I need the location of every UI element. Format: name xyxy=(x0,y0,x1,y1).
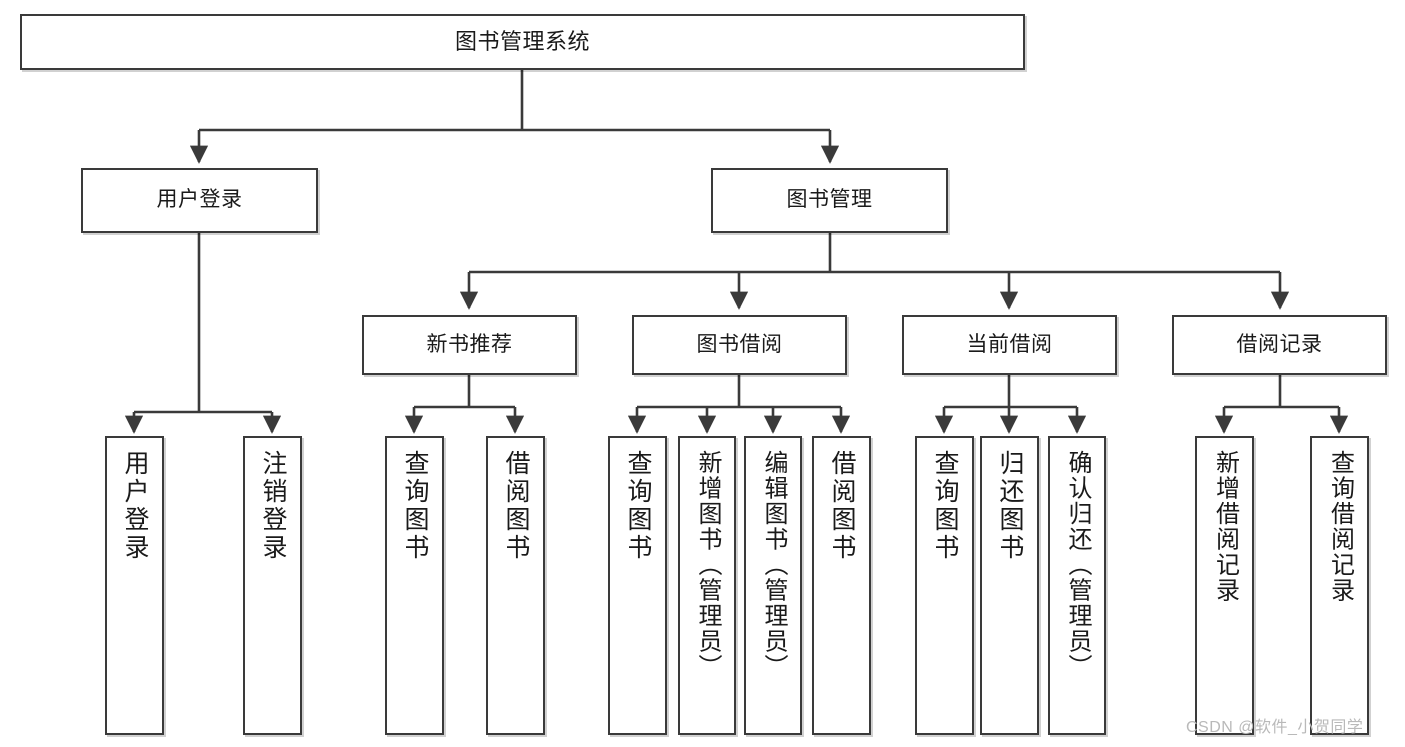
node-label: 新增借阅记录 xyxy=(1211,450,1239,603)
node-label: 归还图书 xyxy=(996,450,1024,562)
leaf-query-book-current[interactable]: 查询图书 xyxy=(915,436,974,735)
leaf-add-borrow-record[interactable]: 新增借阅记录 xyxy=(1195,436,1254,735)
node-label: 借阅记录 xyxy=(1236,332,1323,356)
leaf-confirm-return-admin[interactable]: 确认归还（管理员） xyxy=(1048,436,1106,735)
node-label: 新书推荐 xyxy=(426,332,513,356)
watermark-text: CSDN @软件_小贺同学 xyxy=(1186,719,1364,736)
node-label: 新增图书（管理员） xyxy=(694,450,721,680)
leaf-return-book[interactable]: 归还图书 xyxy=(980,436,1039,735)
leaf-add-book-admin[interactable]: 新增图书（管理员） xyxy=(678,436,736,735)
node-label: 用户登录 xyxy=(121,450,149,562)
leaf-query-book-recommend[interactable]: 查询图书 xyxy=(385,436,444,735)
node-label: 查询图书 xyxy=(401,450,429,562)
node-borrow-record[interactable]: 借阅记录 xyxy=(1172,315,1387,375)
node-label: 查询借阅记录 xyxy=(1326,450,1354,603)
node-label: 借阅图书 xyxy=(502,450,530,562)
node-label: 图书管理 xyxy=(786,188,873,212)
node-book-borrow[interactable]: 图书借阅 xyxy=(632,315,847,375)
node-label: 图书借阅 xyxy=(696,332,783,356)
node-label: 用户登录 xyxy=(156,188,243,212)
leaf-query-book-borrow[interactable]: 查询图书 xyxy=(608,436,667,735)
node-label: 查询图书 xyxy=(624,450,652,562)
node-label: 当前借阅 xyxy=(966,332,1053,356)
node-label: 图书管理系统 xyxy=(454,29,590,55)
leaf-edit-book-admin[interactable]: 编辑图书（管理员） xyxy=(744,436,802,735)
node-label: 注销登录 xyxy=(259,450,287,562)
node-label: 借阅图书 xyxy=(828,450,856,562)
node-label: 确认归还（管理员） xyxy=(1064,450,1091,680)
node-book-management[interactable]: 图书管理 xyxy=(711,168,948,233)
leaf-logout[interactable]: 注销登录 xyxy=(243,436,302,735)
leaf-borrow-book[interactable]: 借阅图书 xyxy=(812,436,871,735)
node-label: 编辑图书（管理员） xyxy=(760,450,787,680)
leaf-borrow-book-recommend[interactable]: 借阅图书 xyxy=(486,436,545,735)
leaf-user-login[interactable]: 用户登录 xyxy=(105,436,164,735)
leaf-query-borrow-record[interactable]: 查询借阅记录 xyxy=(1310,436,1369,735)
node-new-book-recommend[interactable]: 新书推荐 xyxy=(362,315,577,375)
node-label: 查询图书 xyxy=(931,450,959,562)
node-root-system[interactable]: 图书管理系统 xyxy=(20,14,1025,70)
node-current-borrow[interactable]: 当前借阅 xyxy=(902,315,1117,375)
node-user-login[interactable]: 用户登录 xyxy=(81,168,318,233)
